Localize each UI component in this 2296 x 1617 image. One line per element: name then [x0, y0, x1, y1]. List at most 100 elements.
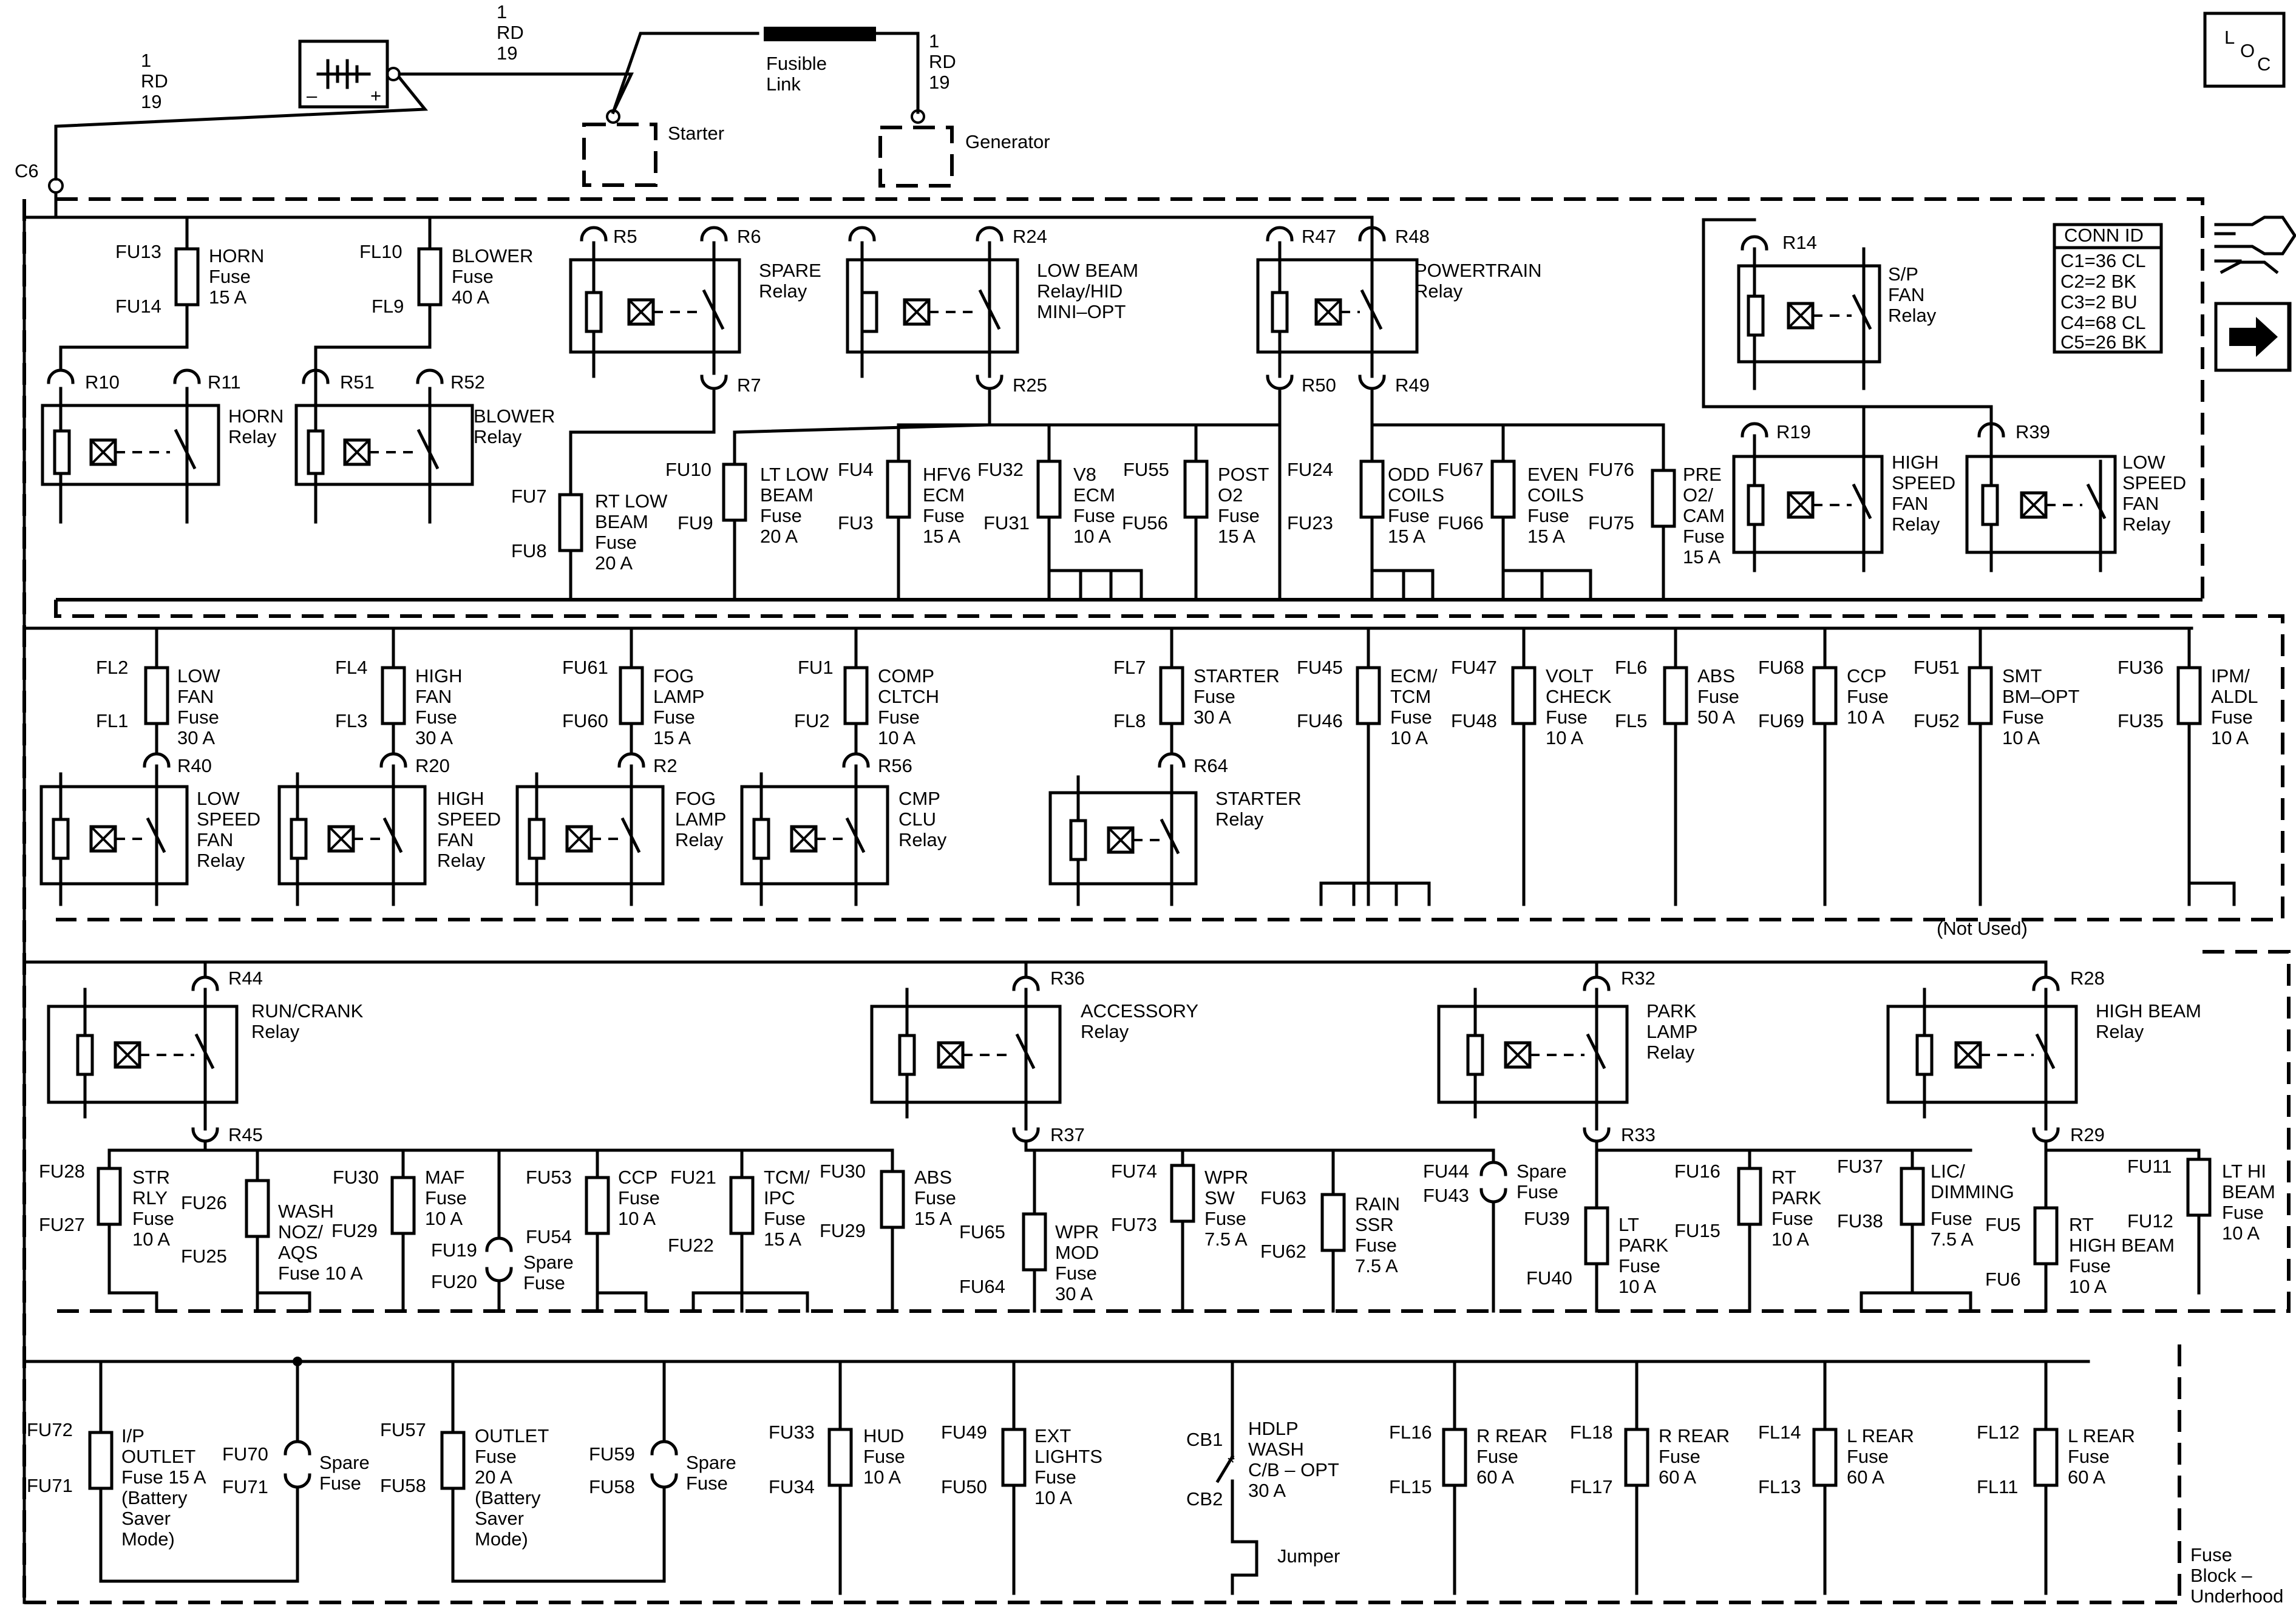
bus-wires: [22, 191, 2193, 1604]
svg-text:Fuse: Fuse: [686, 1473, 728, 1494]
svg-text:COILS: COILS: [1527, 484, 1584, 506]
svg-text:Fuse: Fuse: [1517, 1181, 1558, 1202]
svg-text:FU61: FU61: [562, 657, 608, 678]
svg-text:FU38: FU38: [1837, 1210, 1883, 1232]
svg-text:STR: STR: [132, 1167, 170, 1188]
svg-text:FAN: FAN: [177, 686, 214, 707]
svg-text:FU29: FU29: [820, 1220, 866, 1241]
svg-text:Fuse: Fuse: [2002, 707, 2044, 728]
svg-text:IPC: IPC: [764, 1187, 795, 1209]
svg-text:Fuse: Fuse: [1204, 1208, 1246, 1229]
battery-wire-label: 1 RD 19: [141, 50, 173, 112]
svg-text:R56: R56: [878, 755, 912, 776]
fuse-oddcoils-icon: [1359, 459, 1385, 519]
fuse-extlights-icon: [1001, 1428, 1027, 1487]
svg-text:Relay: Relay: [898, 829, 947, 850]
svg-text:10 A: 10 A: [132, 1229, 170, 1250]
svg-text:WASH: WASH: [278, 1201, 334, 1222]
svg-text:10 A: 10 A: [2002, 727, 2040, 748]
fuse-voltcheck-icon: [1511, 666, 1537, 725]
battery-feed: – + 1 RD 19 C6: [15, 39, 634, 194]
svg-text:FU8: FU8: [511, 540, 547, 561]
svg-text:LOW BEAM: LOW BEAM: [1037, 260, 1138, 281]
svg-text:Fuse: Fuse: [1194, 686, 1235, 707]
fuse-block-label: Fuse Block – Underhood: [2190, 1544, 2283, 1607]
fuse-foglamp-icon: [619, 666, 644, 725]
svg-text:FU54: FU54: [526, 1226, 572, 1247]
svg-text:Fuse: Fuse: [764, 1208, 806, 1229]
svg-text:R5: R5: [613, 226, 637, 247]
svg-text:Relay: Relay: [2122, 514, 2171, 535]
svg-text:30 A: 30 A: [1194, 707, 1231, 728]
svg-text:FU55: FU55: [1123, 459, 1169, 480]
svg-text:R6: R6: [737, 226, 761, 247]
svg-text:SSR: SSR: [1355, 1214, 1394, 1235]
fuse-maf-icon: [390, 1176, 416, 1235]
svg-text:FL8: FL8: [1113, 710, 1146, 731]
svg-text:Fuse: Fuse: [760, 505, 802, 526]
section-1: FU13 FU14 HORN Fuse 15 A R10 R11 HORN Re…: [41, 215, 2186, 600]
svg-text:ODD: ODD: [1388, 464, 1430, 485]
svg-text:HFV6: HFV6: [923, 464, 971, 485]
svg-text:FU12: FU12: [2127, 1210, 2173, 1232]
svg-text:FU30: FU30: [820, 1161, 866, 1182]
svg-text:Fuse: Fuse: [923, 505, 965, 526]
svg-text:FU57: FU57: [380, 1419, 426, 1440]
svg-text:15 A: 15 A: [209, 286, 246, 308]
svg-text:Fuse: Fuse: [2211, 707, 2253, 728]
svg-text:CMP: CMP: [898, 788, 940, 809]
svg-text:R20: R20: [415, 755, 450, 776]
starter-label: Starter: [668, 123, 724, 144]
fuse-horn-icon: [174, 247, 200, 307]
svg-text:CB1: CB1: [1186, 1429, 1223, 1450]
svg-text:ECM: ECM: [923, 484, 965, 506]
fuse-outlet20-icon: [440, 1431, 466, 1490]
svg-text:MOD: MOD: [1055, 1242, 1099, 1263]
svg-text:FU59: FU59: [589, 1443, 635, 1465]
svg-text:30 A: 30 A: [415, 727, 453, 748]
svg-text:C5=26 BK: C5=26 BK: [2060, 331, 2147, 353]
svg-text:FU64: FU64: [959, 1276, 1005, 1297]
svg-text:POWERTRAIN: POWERTRAIN: [1415, 260, 1542, 281]
svg-text:60 A: 60 A: [1659, 1466, 1696, 1488]
svg-text:R37: R37: [1050, 1124, 1085, 1145]
svg-text:50 A: 50 A: [1697, 707, 1735, 728]
fuse-compcltch-icon: [843, 666, 869, 725]
svg-text:Relay: Relay: [1081, 1021, 1129, 1042]
svg-text:LAMP: LAMP: [1646, 1021, 1697, 1042]
arrow-right-icon[interactable]: [2214, 302, 2292, 372]
svg-text:FL10: FL10: [359, 241, 402, 262]
svg-text:LT LOW: LT LOW: [760, 464, 829, 485]
svg-text:Fuse 15 A: Fuse 15 A: [121, 1466, 206, 1488]
svg-text:FU71: FU71: [222, 1476, 268, 1497]
svg-text:Fuse: Fuse: [863, 1446, 905, 1467]
svg-text:Fuse: Fuse: [1073, 505, 1115, 526]
svg-text:FU1: FU1: [798, 657, 834, 678]
svg-text:RUN/CRANK: RUN/CRANK: [251, 1000, 364, 1022]
svg-text:CLTCH: CLTCH: [878, 686, 939, 707]
svg-text:C/B – OPT: C/B – OPT: [1248, 1459, 1339, 1480]
svg-text:FU76: FU76: [1588, 459, 1634, 480]
svg-text:FL7: FL7: [1113, 657, 1146, 678]
relay-blower-icon: [294, 404, 474, 486]
svg-text:FU72: FU72: [27, 1419, 73, 1440]
svg-text:FU26: FU26: [181, 1192, 227, 1213]
svg-text:Relay: Relay: [1646, 1042, 1695, 1063]
svg-text:FU3: FU3: [838, 512, 874, 534]
svg-text:FU70: FU70: [222, 1443, 268, 1465]
svg-text:FL5: FL5: [1615, 710, 1647, 731]
svg-text:SPEED: SPEED: [197, 808, 260, 830]
svg-text:FU63: FU63: [1260, 1187, 1306, 1209]
svg-text:OUTLET: OUTLET: [121, 1446, 195, 1467]
svg-text:Fuse: Fuse: [209, 266, 251, 287]
svg-text:FL15: FL15: [1389, 1476, 1432, 1497]
fuse-rainssr-icon: [1320, 1193, 1346, 1252]
battery-minus: –: [307, 85, 318, 106]
svg-text:LT HI: LT HI: [2222, 1161, 2266, 1182]
svg-text:Fuse: Fuse: [1055, 1263, 1097, 1284]
svg-text:SPEED: SPEED: [2122, 472, 2186, 493]
svg-text:HIGH: HIGH: [437, 788, 484, 809]
svg-text:15 A: 15 A: [914, 1208, 952, 1229]
fuse-blower-icon: [417, 247, 443, 307]
fuse-ccp1-icon: [1812, 666, 1838, 725]
